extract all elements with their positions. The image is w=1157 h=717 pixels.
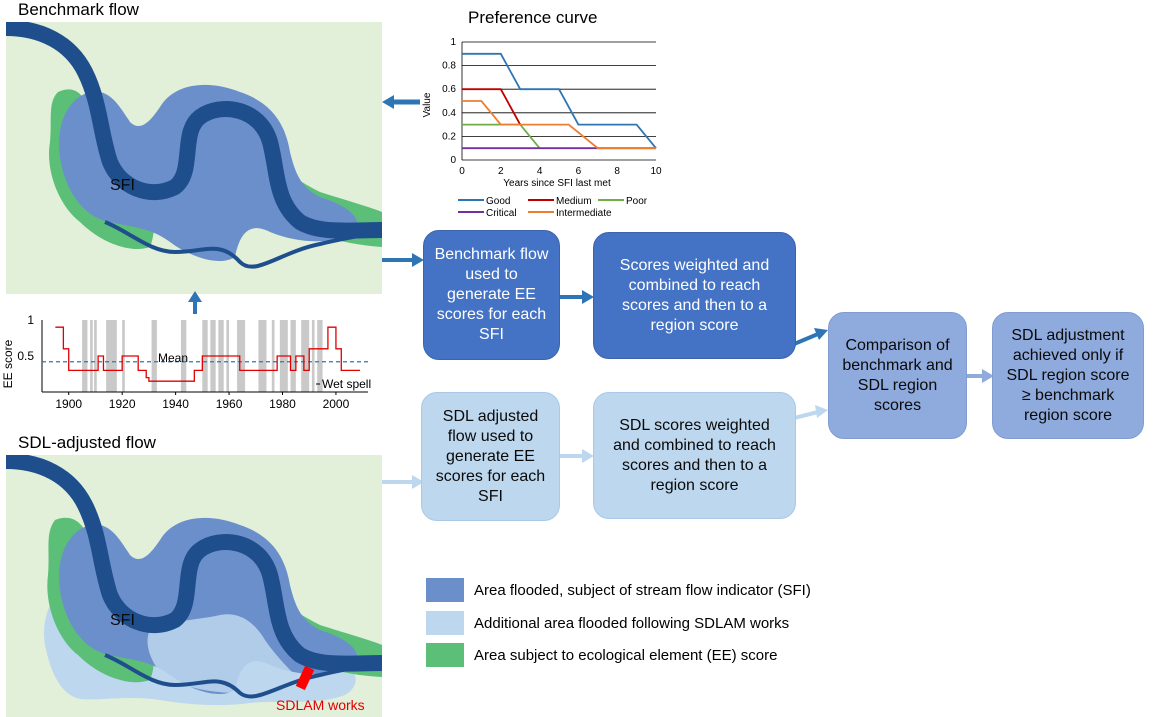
pc-series-intermediate	[462, 100, 656, 150]
legend-label: Area flooded, subject of stream flow ind…	[474, 581, 811, 599]
legend-item-sfi: Area flooded, subject of stream flow ind…	[426, 578, 811, 602]
sfi-area	[59, 84, 358, 262]
legend-intermediate: Intermediate	[556, 208, 612, 219]
wet-spell-bar	[180, 320, 187, 392]
pc-ytick: 1	[450, 37, 456, 48]
wet-spell-bar	[290, 320, 296, 392]
pc-ytick: 0.6	[442, 84, 456, 95]
pc-xlabel: Years since SFI last met	[503, 178, 611, 189]
legend-swatch	[426, 643, 464, 667]
ee-xtick: 1900	[55, 397, 82, 411]
wet-spell-bar	[317, 320, 323, 392]
scores-weighted-box: Scores weighted and combined to reach sc…	[593, 232, 796, 359]
wet-spell-bar	[311, 320, 315, 392]
wet-spell-bar	[301, 320, 310, 392]
river-channel	[5, 22, 382, 239]
sdl-map: SFI SDLAM works	[5, 455, 382, 717]
legend-medium: Medium	[556, 196, 592, 207]
sfi-area	[59, 517, 358, 695]
arrow-sdl-weighted-to-comparison	[794, 405, 828, 420]
legend-good: Good	[486, 196, 510, 207]
arrow-left	[382, 95, 420, 109]
sdlam-works-marker	[295, 665, 315, 691]
benchmark-flow-box: Benchmark flow used to generate EE score…	[423, 230, 560, 360]
pc-ytick: 0	[450, 155, 456, 166]
pc-ytick: 0.8	[442, 61, 456, 72]
wet-spell-bar	[151, 320, 157, 392]
pc-xtick: 10	[650, 166, 662, 177]
benchmark-map: SFI	[5, 22, 382, 294]
pc-xtick: 4	[537, 166, 543, 177]
legend-swatch	[426, 578, 464, 602]
ee-xtick: 2000	[323, 397, 350, 411]
comparison-box: Comparison of benchmark and SDL region s…	[828, 312, 967, 439]
sfi-label: SFI	[110, 177, 135, 194]
pc-xtick: 2	[498, 166, 504, 177]
arrow-weighted-to-comparison	[794, 328, 828, 346]
secondary-channel	[104, 220, 382, 269]
ee-xtick: 1940	[162, 397, 189, 411]
pc-xtick: 0	[459, 166, 465, 177]
wet-spell-bar	[90, 320, 93, 392]
arrow-to-sdl-box	[382, 475, 424, 489]
pc-xtick: 6	[576, 166, 582, 177]
river-channel	[5, 455, 382, 672]
sdl-scores-weighted-box: SDL scores weighted and combined to reac…	[593, 392, 796, 519]
arrow-up	[188, 291, 202, 314]
ee-ylabel: EE score	[1, 339, 15, 388]
sfi-label: SFI	[110, 612, 135, 629]
pc-series-medium	[462, 88, 521, 126]
ee-wet-spell-label: Wet spell	[322, 377, 371, 391]
ee-ytick: 0.5	[17, 349, 34, 363]
sdl-adjustment-box: SDL adjustment achieved only if SDL regi…	[992, 312, 1144, 439]
legend-item-additional: Additional area flooded following SDLAM …	[426, 611, 789, 635]
ee-xtick: 1920	[109, 397, 136, 411]
ee-xtick: 1960	[216, 397, 243, 411]
sdl-adjusted-flow-box: SDL adjusted flow used to generate EE sc…	[421, 392, 560, 521]
wet-spell-bar	[237, 320, 246, 392]
wet-spell-bar	[82, 320, 88, 392]
ee-score-line	[55, 326, 360, 382]
arrow-sdl-to-weighted	[560, 449, 594, 463]
wet-spell-bar	[94, 320, 97, 392]
pc-series-good	[462, 52, 657, 149]
wet-spell-bar	[258, 320, 267, 392]
arrow-to-benchmark-box	[382, 253, 424, 267]
ee-mean-label: Mean	[158, 351, 188, 365]
legend-item-ee: Area subject to ecological element (EE) …	[426, 643, 777, 667]
legend-poor: Poor	[626, 196, 648, 207]
pc-xtick: 8	[614, 166, 620, 177]
arrow-comparison-to-adjustment	[966, 369, 994, 383]
benchmark-flow-title: Benchmark flow	[18, 0, 139, 19]
pc-ytick: 0.4	[442, 108, 456, 119]
wet-spell-bar	[106, 320, 117, 392]
additional-flooded-overlay	[147, 614, 300, 694]
ee-ytick: 1	[27, 313, 34, 327]
legend-label: Additional area flooded following SDLAM …	[474, 614, 790, 632]
pc-legend: Good Medium Poor Critical Intermediate	[458, 196, 648, 219]
ee-score-chart: 0.5 1 1900 1920 1940 1960 1980 2000 EE score Me…	[1, 313, 371, 411]
legend-swatch	[426, 611, 464, 635]
pc-ytick: 0.2	[442, 131, 456, 142]
secondary-channel	[104, 653, 382, 699]
sdlam-works-label: SDLAM works	[276, 697, 365, 713]
ee-xtick: 1980	[269, 397, 296, 411]
arrow-benchmark-to-weighted	[560, 290, 594, 304]
legend-label: Area subject to ecological element (EE) …	[474, 646, 778, 664]
legend-critical: Critical	[486, 208, 517, 219]
wet-spell-bar	[271, 320, 275, 392]
pc-grid	[461, 41, 656, 161]
preference-curve-title: Preference curve	[468, 8, 598, 27]
pc-ylabel: Value	[422, 92, 433, 117]
sdl-flow-title: SDL-adjusted flow	[18, 433, 156, 452]
